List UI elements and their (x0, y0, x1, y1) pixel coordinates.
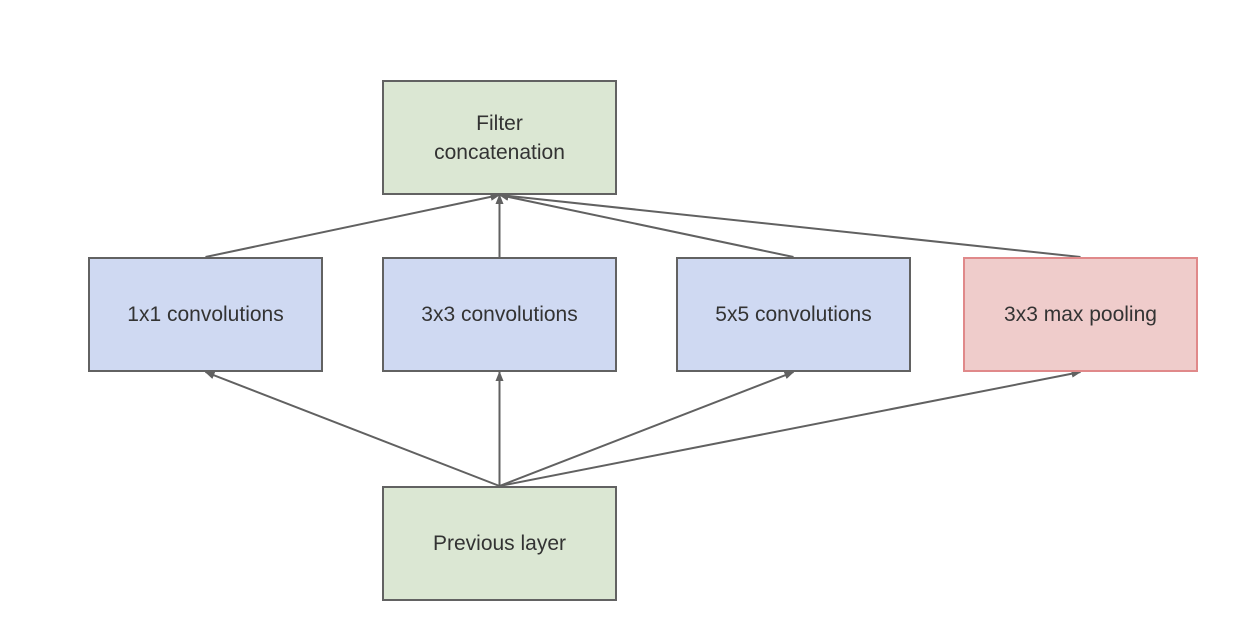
conv-5x5-node: 5x5 convolutions (676, 257, 911, 372)
filter-concatenation-node: Filter concatenation (382, 80, 617, 195)
conv-1x1-label: 1x1 convolutions (127, 303, 284, 326)
arrow-previous_layer-to-conv5x5 (499, 371, 795, 487)
arrow-conv1x1-to-filter_concat (205, 192, 501, 258)
arrow-previous_layer-to-conv1x1 (204, 371, 500, 487)
arrow-conv5x5-to-filter_concat (498, 192, 794, 258)
previous-layer-label: Previous layer (432, 532, 567, 555)
conv-5x5-label: 5x5 convolutions (715, 303, 872, 326)
filter-concatenation-label: Filter concatenation (434, 111, 565, 164)
max-pooling-label: 3x3 max pooling (1004, 303, 1157, 326)
previous-layer-node: Previous layer (382, 486, 617, 601)
arrow-maxpool-to-filter_concat (498, 191, 1081, 258)
arrow-previous_layer-to-maxpool (499, 369, 1082, 487)
conv-3x3-node: 3x3 convolutions (382, 257, 617, 372)
conv-3x3-label: 3x3 convolutions (421, 303, 578, 326)
max-pooling-node: 3x3 max pooling (963, 257, 1198, 372)
conv-1x1-node: 1x1 convolutions (88, 257, 323, 372)
